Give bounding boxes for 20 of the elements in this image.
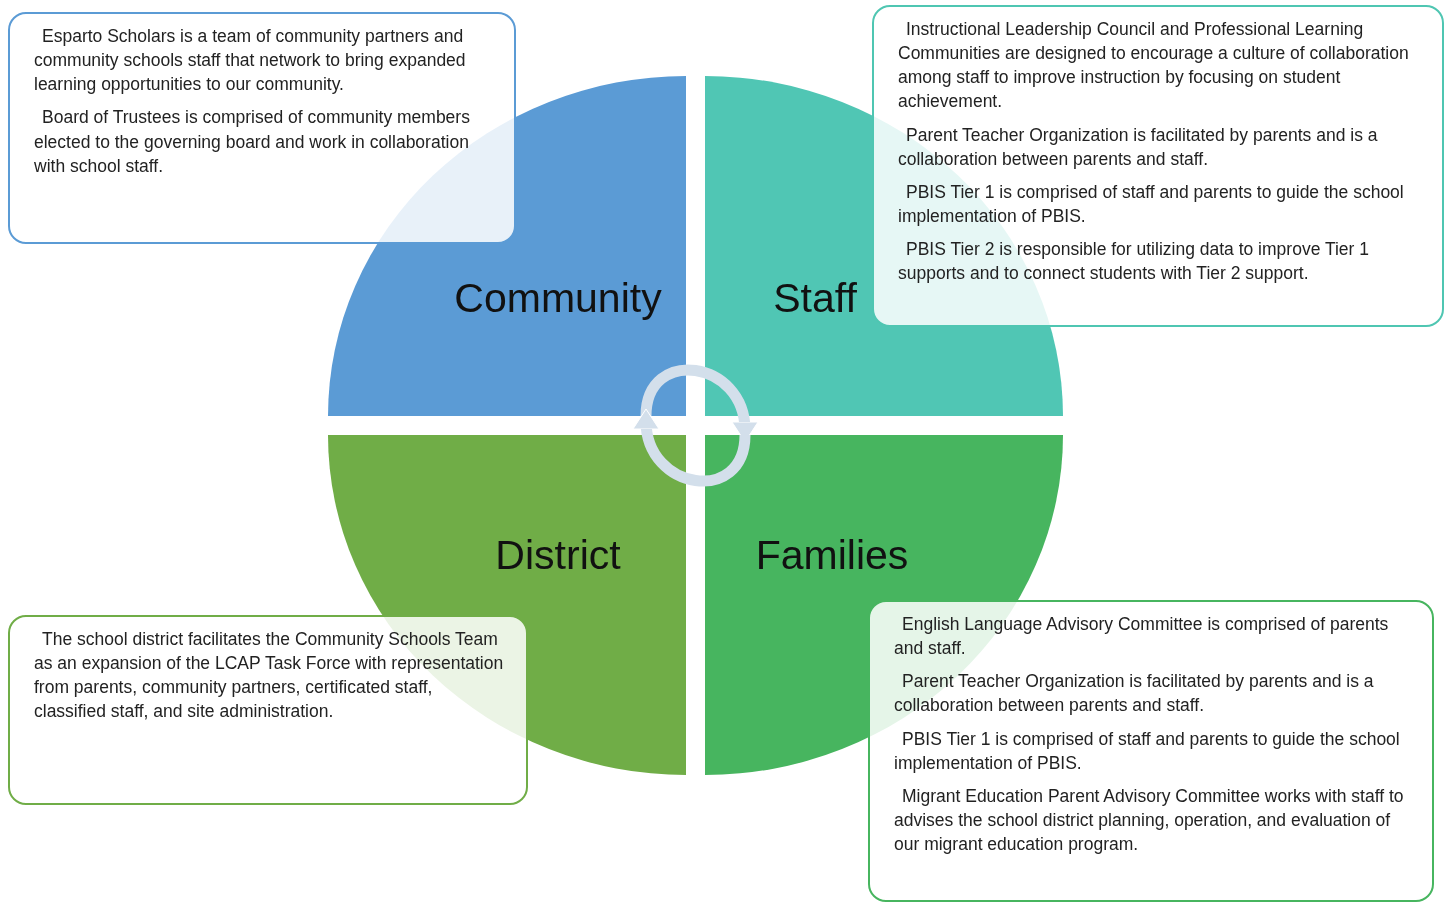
description-text: Migrant Education Parent Advisory Committee works with staff to advises the school district planning, operation, and evaluation of our migrant education program. — [894, 784, 1405, 857]
description-text: Instructional Leadership Council and Professional Learning Communities are designed to encourage a culture of collaboration among staff to improve instruction by focusing on student achievement. — [898, 18, 1410, 114]
description-text: The school district facilitates the Community Schools Team as an expansion of the LCAP Task Force with representation from parents, community partners, certificated staff, classified staff, and site administration. — [34, 628, 505, 724]
callout-box — [868, 600, 1434, 902]
description-text: Esparto Scholars is a team of community partners and community schools staff that network to bring expanded learning opportunities to our community. — [34, 25, 467, 97]
quadrant-title: Staff — [773, 274, 857, 322]
quadrant-title: Families — [755, 531, 909, 579]
description-text: Parent Teacher Organization is facilitated by parents and is a collaboration between parents and staff. — [898, 123, 1379, 171]
description-text: PBIS Tier 2 is responsible for utilizing data to improve Tier 1 supports and to connect students with Tier 2 support. — [898, 238, 1370, 286]
description-text: English Language Advisory Committee is comprised of parents and staff. — [894, 613, 1390, 661]
description-text: Board of Trustees is comprised of community members elected to the governing board and work in collaboration with school staff. — [34, 106, 471, 178]
quadrant-title: Community — [454, 274, 662, 322]
description-text: PBIS Tier 1 is comprised of staff and parents to guide the school implementation of PBIS. — [894, 727, 1401, 775]
cycle-arrow — [633, 408, 751, 487]
description-text: Parent Teacher Organization is facilitated by parents and is a collaboration between parents and staff. — [894, 670, 1375, 718]
description-text: PBIS Tier 1 is comprised of staff and parents to guide the school implementation of PBIS. — [898, 180, 1405, 228]
callout-box — [872, 5, 1444, 327]
callout-box — [8, 12, 516, 244]
quadrant-title: District — [495, 531, 621, 579]
callout-box — [8, 615, 528, 805]
